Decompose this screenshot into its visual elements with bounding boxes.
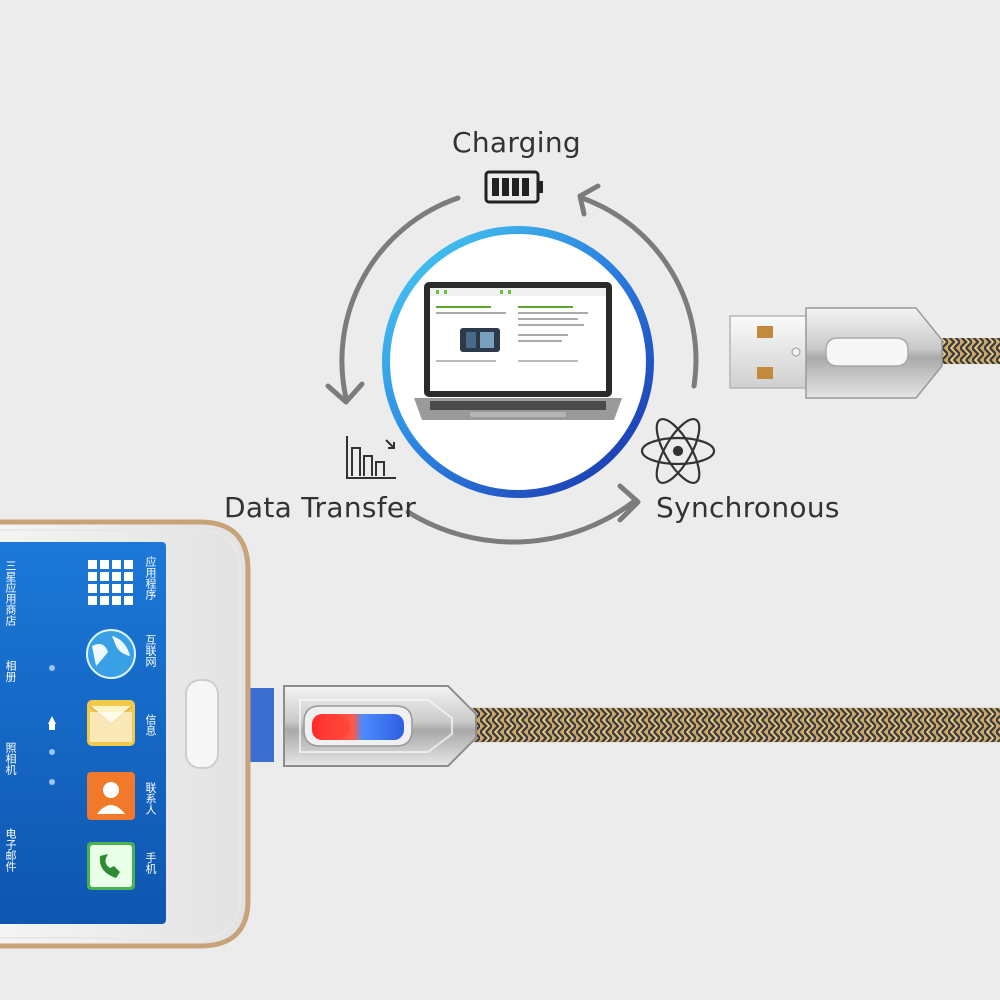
chart-icon — [346, 436, 396, 479]
page-dots — [49, 665, 55, 785]
home-indicator-icon — [48, 716, 56, 730]
braided-cable — [469, 707, 1000, 743]
led-indicator — [312, 714, 404, 740]
atom-icon — [640, 418, 716, 484]
charging-label: Charging — [452, 126, 581, 159]
arrow-left-arc — [339, 195, 461, 401]
app-label-gallery: 相册 — [4, 660, 17, 682]
app-label-apps: 应用程序 — [144, 556, 157, 600]
arrow-bottom-arc — [405, 497, 639, 545]
grid-icon — [88, 560, 133, 605]
app-label-contacts: 联系人 — [144, 782, 157, 815]
battery-icon — [484, 170, 543, 204]
app-label-email: 电子邮件 — [4, 828, 17, 872]
globe-icon — [86, 629, 136, 679]
app-label-internet: 互联网 — [144, 634, 157, 667]
arrow-right-arc — [579, 195, 699, 389]
synchronous-label: Synchronous — [656, 491, 840, 524]
message-icon — [87, 700, 135, 746]
phone-icon — [87, 842, 135, 890]
data-transfer-label: Data Transfer — [224, 491, 417, 524]
phone — [0, 519, 251, 949]
home-button — [185, 679, 219, 769]
contacts-icon — [87, 772, 135, 820]
cycle-arrows — [325, 183, 699, 545]
app-label-camera: 照相机 — [4, 742, 17, 775]
app-label-messages: 信息 — [144, 714, 157, 736]
app-label-phone: 手机 — [144, 852, 157, 874]
app-label-store: 三星应用商店 — [4, 560, 17, 626]
micro-usb-connector — [246, 685, 477, 767]
usb-a-connector — [729, 307, 1000, 399]
laptop — [414, 282, 622, 420]
